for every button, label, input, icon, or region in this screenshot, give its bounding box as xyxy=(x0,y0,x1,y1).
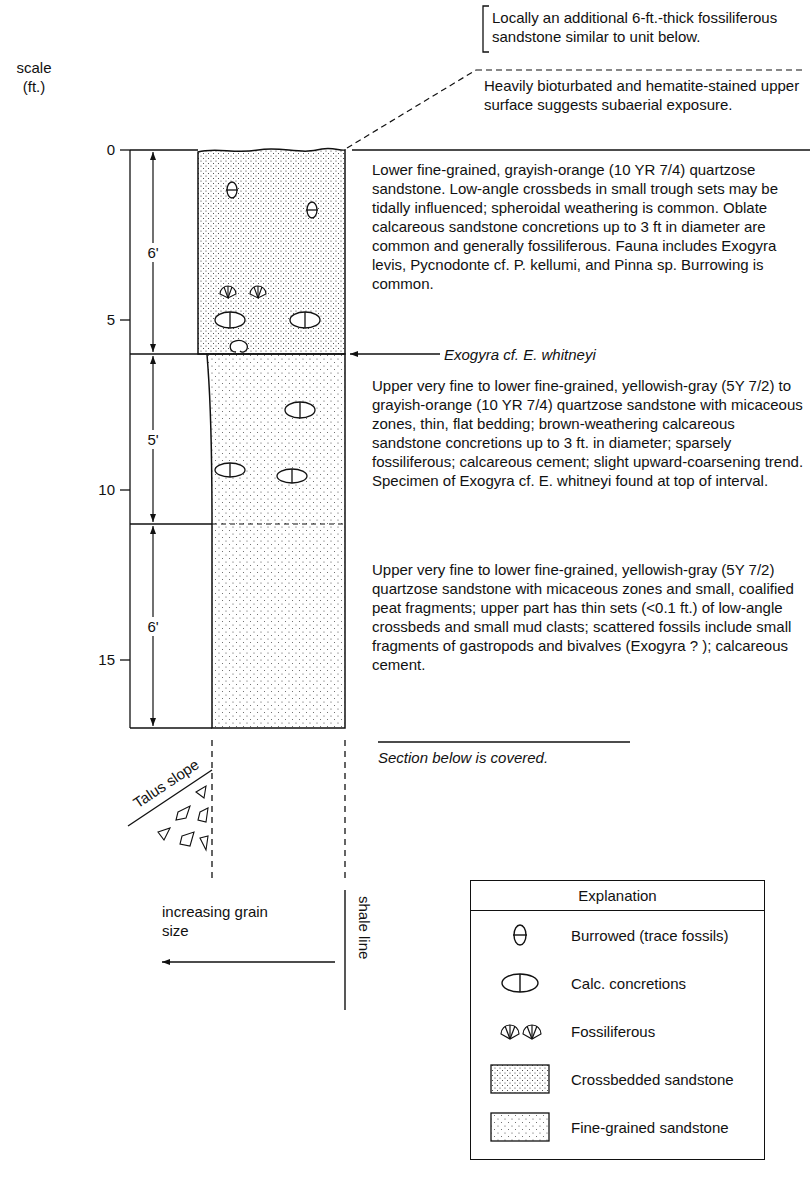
legend-row: Fine-grained sandstone xyxy=(471,1103,764,1151)
exogyra-symbol xyxy=(230,340,247,352)
fossil-callout: Exogyra cf. E. whitneyi xyxy=(444,345,784,364)
tick-label: 15 xyxy=(75,650,115,669)
legend-text: Fine-grained sandstone xyxy=(571,1118,729,1137)
legend-text: Crossbedded sandstone xyxy=(571,1070,734,1089)
covered-note: Section below is covered. xyxy=(378,748,678,767)
legend-row: Burrowed (trace fossils) xyxy=(471,911,764,959)
legend-text: Calc. concretions xyxy=(571,974,686,993)
bracket xyxy=(483,6,489,52)
covered-interval xyxy=(212,740,345,880)
shale-line-label: shale line xyxy=(355,896,374,959)
leader-line xyxy=(347,70,476,148)
tick-label: 0 xyxy=(75,140,115,159)
pointer-arrow xyxy=(350,353,440,354)
grain-size-arrow xyxy=(162,961,335,963)
unit-description: Lower fine-grained, grayish-orange (10 Y… xyxy=(372,160,804,293)
note-text: Locally an additional 6-ft.-thick fossil… xyxy=(492,8,804,46)
legend-row: Calc. concretions xyxy=(471,959,764,1007)
fossil-symbol xyxy=(220,286,266,298)
tick-label: 5 xyxy=(75,310,115,329)
legend-heading: Explanation xyxy=(471,881,764,911)
concretion-symbol xyxy=(489,966,551,1000)
axis-title: scale (ft.) xyxy=(8,58,60,96)
fine-grained-swatch xyxy=(489,1110,551,1144)
unit-description: Upper very fine to lower fine-grained, y… xyxy=(372,560,804,674)
fossil-symbol xyxy=(489,1014,551,1048)
crossbedded-swatch xyxy=(489,1062,551,1096)
legend-text: Fossiliferous xyxy=(571,1022,655,1041)
tick-label: 10 xyxy=(75,480,115,499)
thickness-label: 5' xyxy=(143,430,163,449)
base-line xyxy=(378,741,630,742)
scale-axis xyxy=(120,150,130,728)
top-surface-line xyxy=(352,149,810,150)
legend-row: Crossbedded sandstone xyxy=(471,1055,764,1103)
legend-box: ExplanationBurrowed (trace fossils) Calc.… xyxy=(470,880,765,1160)
gradational-contact xyxy=(212,523,345,524)
legend-row: Fossiliferous xyxy=(471,1007,764,1055)
thickness-label: 6' xyxy=(143,617,163,636)
burrow-symbol xyxy=(226,182,318,218)
burrow-symbol xyxy=(489,918,551,952)
shale-line xyxy=(344,890,345,1010)
thickness-label: 6' xyxy=(143,243,163,262)
leader-line xyxy=(476,69,805,70)
crossbedded-unit xyxy=(198,148,345,354)
fine-grained-unit xyxy=(207,354,345,728)
rubble-symbol xyxy=(158,786,208,850)
legend-text: Burrowed (trace fossils) xyxy=(571,926,729,945)
unit-description: Upper very fine to lower fine-grained, y… xyxy=(372,376,804,490)
concretion-symbol xyxy=(215,312,320,483)
note-text: Heavily bioturbated and hematite-stained… xyxy=(484,76,804,114)
axis-note: increasing grain size xyxy=(162,902,282,940)
legend-padding xyxy=(471,1151,764,1159)
